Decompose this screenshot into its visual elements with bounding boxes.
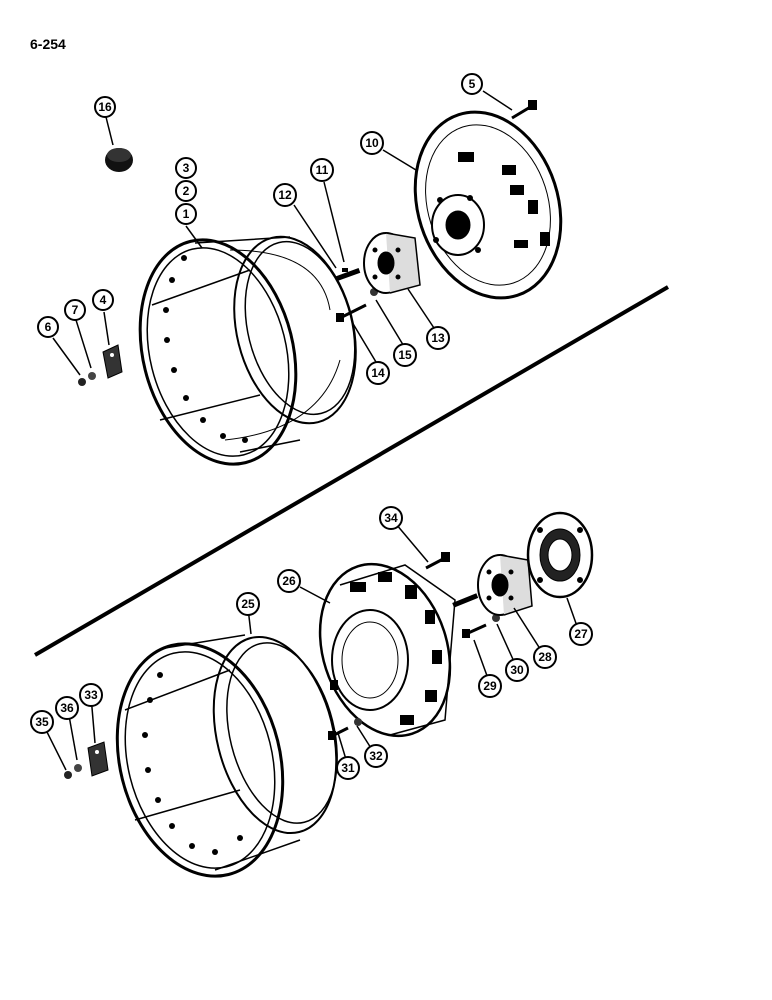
svg-text:3: 3 bbox=[183, 161, 190, 175]
part-35-nut bbox=[64, 771, 72, 779]
callout-4: 4 bbox=[92, 289, 114, 311]
part-5-bolt bbox=[511, 100, 537, 120]
svg-text:26: 26 bbox=[282, 574, 296, 588]
rim-holes-top bbox=[163, 255, 248, 443]
callout-31: 31 bbox=[336, 756, 360, 780]
rim-holes-bottom bbox=[142, 672, 243, 855]
callout-25: 25 bbox=[236, 592, 260, 616]
callout-34: 34 bbox=[379, 506, 403, 530]
part-14-bolt bbox=[336, 303, 367, 322]
svg-text:31: 31 bbox=[341, 761, 355, 775]
svg-text:30: 30 bbox=[510, 663, 524, 677]
part-10-wheel-disc bbox=[413, 110, 563, 300]
svg-text:27: 27 bbox=[574, 627, 588, 641]
callout-2: 2 bbox=[175, 180, 197, 202]
part-34-bolt bbox=[425, 552, 450, 570]
svg-text:5: 5 bbox=[469, 77, 476, 91]
section-divider bbox=[33, 285, 670, 657]
svg-text:35: 35 bbox=[35, 715, 49, 729]
svg-text:28: 28 bbox=[538, 650, 552, 664]
callout-28: 28 bbox=[533, 645, 557, 669]
callout-3: 3 bbox=[175, 157, 197, 179]
svg-text:25: 25 bbox=[241, 597, 255, 611]
part-12-pin bbox=[336, 268, 361, 281]
center-lugs-bottom bbox=[330, 572, 442, 725]
callout-26: 26 bbox=[277, 569, 301, 593]
svg-text:14: 14 bbox=[371, 366, 385, 380]
part-29-bolt bbox=[462, 623, 487, 638]
part-11-pin bbox=[342, 268, 348, 272]
svg-text:29: 29 bbox=[483, 679, 497, 693]
svg-text:2: 2 bbox=[183, 184, 190, 198]
svg-text:33: 33 bbox=[84, 688, 98, 702]
callout-15: 15 bbox=[393, 343, 417, 367]
callout-14: 14 bbox=[366, 361, 390, 385]
callout-29: 29 bbox=[478, 674, 502, 698]
svg-text:11: 11 bbox=[316, 163, 329, 177]
hub-pin bbox=[452, 593, 479, 608]
part-13-hub bbox=[363, 232, 421, 294]
part-16-cap bbox=[105, 148, 133, 172]
svg-text:1: 1 bbox=[183, 207, 190, 221]
svg-text:7: 7 bbox=[72, 303, 79, 317]
part-27-flange bbox=[526, 511, 594, 599]
callout-5: 5 bbox=[461, 73, 483, 95]
callout-27: 27 bbox=[569, 622, 593, 646]
callout-33: 33 bbox=[79, 683, 103, 707]
callout-11: 11 bbox=[310, 158, 334, 182]
svg-text:15: 15 bbox=[398, 348, 412, 362]
callout-10: 10 bbox=[360, 131, 384, 155]
svg-text:13: 13 bbox=[431, 331, 445, 345]
callout-32: 32 bbox=[364, 744, 388, 768]
part-4-clamp bbox=[102, 344, 123, 379]
part-28-hub bbox=[477, 554, 533, 616]
part-7-washer bbox=[88, 372, 96, 380]
callout-6: 6 bbox=[37, 316, 59, 338]
page-number: 6-254 bbox=[30, 36, 66, 52]
svg-text:4: 4 bbox=[100, 293, 107, 307]
part-6-nut bbox=[78, 378, 86, 386]
callout-16: 16 bbox=[94, 96, 116, 118]
svg-text:10: 10 bbox=[365, 136, 379, 150]
part-25-rim bbox=[115, 634, 338, 878]
disc-lugs-top bbox=[433, 152, 550, 253]
part-1-rim bbox=[138, 235, 357, 466]
callout-7: 7 bbox=[64, 299, 86, 321]
svg-text:16: 16 bbox=[98, 100, 112, 114]
part-31-bolt bbox=[328, 726, 349, 740]
svg-text:12: 12 bbox=[278, 188, 292, 202]
callout-12: 12 bbox=[273, 183, 297, 207]
callout-35: 35 bbox=[30, 710, 54, 734]
part-32-washer bbox=[354, 718, 362, 726]
svg-text:34: 34 bbox=[384, 511, 398, 525]
part-30-nut bbox=[492, 614, 500, 622]
svg-text:32: 32 bbox=[369, 749, 383, 763]
callout-36: 36 bbox=[55, 696, 79, 720]
callout-30: 30 bbox=[505, 658, 529, 682]
svg-text:36: 36 bbox=[60, 701, 74, 715]
part-36-washer bbox=[74, 764, 82, 772]
callout-13: 13 bbox=[426, 326, 450, 350]
callout-1: 1 bbox=[175, 203, 197, 225]
part-26-wheel-center bbox=[318, 562, 456, 738]
part-33-clamp bbox=[87, 741, 109, 777]
svg-text:6: 6 bbox=[45, 320, 52, 334]
